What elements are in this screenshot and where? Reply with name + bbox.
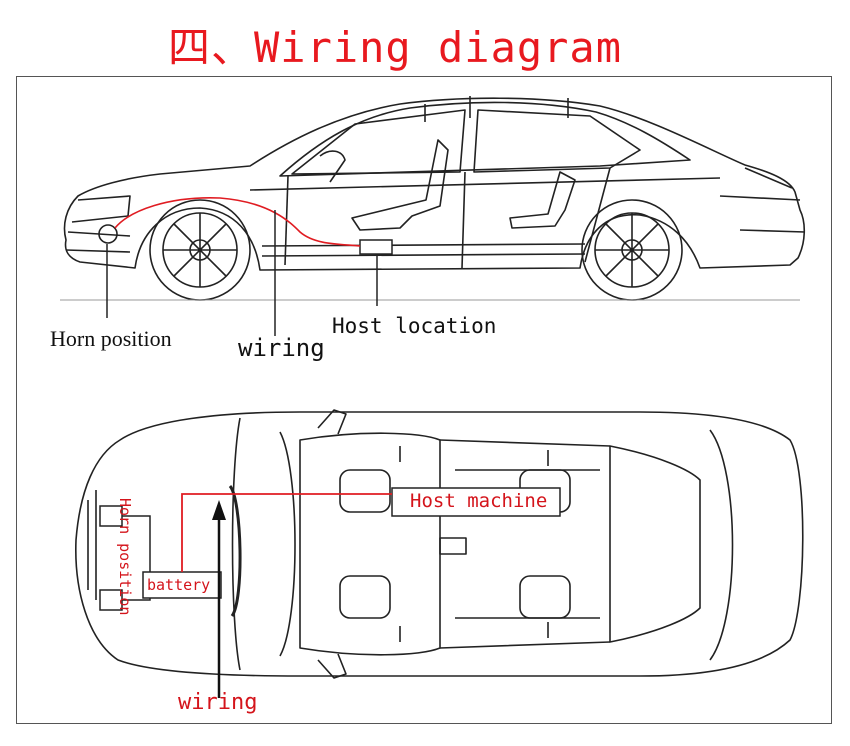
- top-wiring-arrowhead: [212, 500, 226, 520]
- side-horn-label: Horn position: [50, 326, 172, 351]
- side-wiring-label: wiring: [238, 334, 325, 362]
- top-wiring-path: [181, 493, 392, 572]
- top-battery-box: [142, 571, 222, 599]
- side-view-car: [60, 96, 806, 301]
- side-wiring-path: [114, 197, 361, 247]
- top-host-label: Host machine: [410, 490, 548, 512]
- top-horn-bracket: [122, 515, 151, 601]
- top-battery-label: battery: [147, 576, 211, 594]
- side-host-box: [359, 239, 393, 255]
- diagram-title: 四、Wiring diagram: [168, 23, 623, 72]
- top-host-box: [391, 487, 561, 517]
- top-view-car: [75, 409, 804, 679]
- side-host-label: Host location: [332, 314, 497, 338]
- top-wiring-label: wiring: [178, 690, 258, 715]
- diagram-frame: [16, 76, 832, 724]
- top-horn-label: Horn position: [116, 498, 134, 616]
